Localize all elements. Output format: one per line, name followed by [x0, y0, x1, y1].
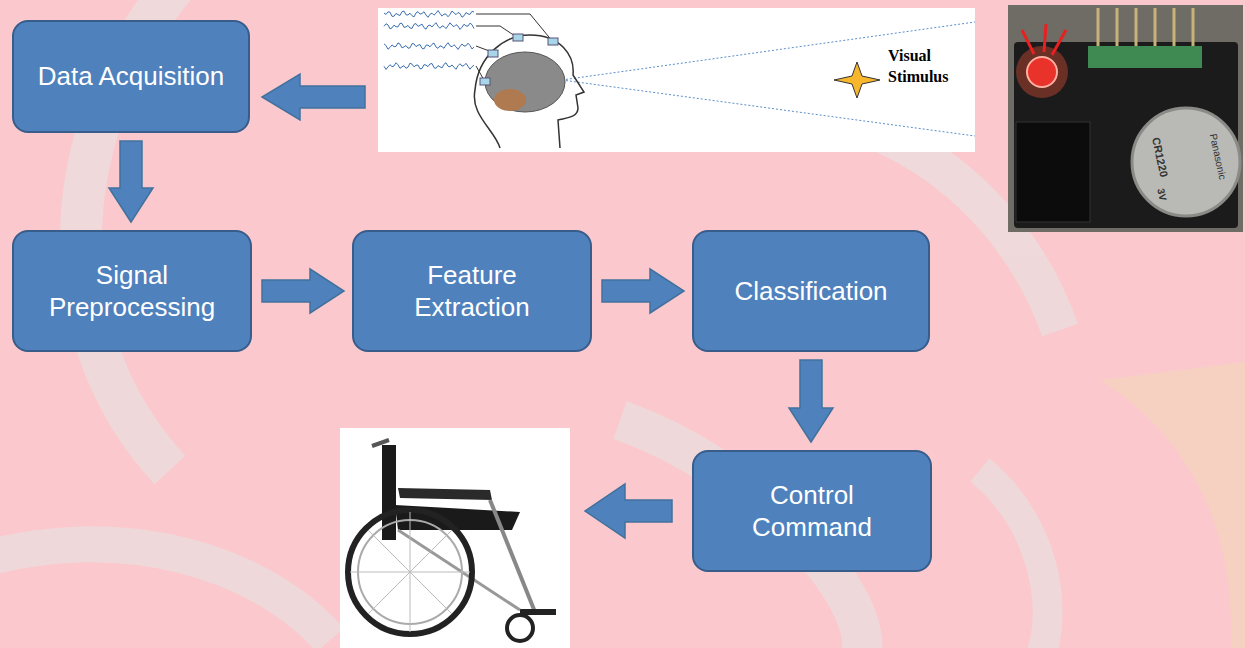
block-arrow — [262, 269, 344, 313]
block-arrow — [585, 484, 672, 538]
block-arrow — [109, 141, 153, 222]
eeg-trace — [384, 11, 474, 18]
process-box: Control Command — [692, 450, 932, 572]
eeg-trace — [384, 23, 474, 30]
electrode-wire — [476, 26, 518, 38]
led-board-photo — [1008, 5, 1243, 232]
sight-line — [562, 80, 975, 136]
box-label: Classification — [734, 275, 887, 308]
eeg-trace — [384, 63, 474, 70]
red-led — [1027, 57, 1057, 87]
header-pins — [1098, 8, 1193, 48]
terminal-block — [1088, 46, 1202, 68]
box-label: Data Acquisition — [38, 60, 224, 93]
process-box: Classification — [692, 230, 930, 352]
push-handle — [372, 440, 389, 446]
electrode — [480, 78, 490, 85]
led-rays — [1022, 24, 1066, 55]
wheelchair-picture — [340, 428, 570, 648]
block-arrow — [789, 360, 833, 442]
coin-battery — [1132, 108, 1240, 216]
brain — [485, 52, 565, 112]
backrest — [382, 445, 396, 540]
armrest — [398, 488, 492, 500]
watermark-arc — [980, 470, 1048, 648]
electrode — [488, 50, 498, 57]
process-box: Feature Extraction — [352, 230, 592, 352]
block-arrow — [602, 269, 684, 313]
electrode-wire — [476, 14, 553, 42]
electrode — [548, 38, 558, 45]
block-arrow — [262, 74, 365, 120]
led-glow — [1016, 46, 1068, 98]
box-label: Control Command — [708, 479, 916, 544]
process-box: Signal Preprocessing — [12, 230, 252, 352]
rear-wheel — [348, 510, 472, 634]
stimulus-label: Visual Stimulus — [888, 46, 968, 88]
watermark-shape — [1100, 360, 1245, 648]
box-label: Signal Preprocessing — [28, 259, 236, 324]
watermark-arc — [0, 544, 330, 640]
stimulus-star — [834, 62, 880, 98]
frame — [398, 530, 520, 610]
head-outline — [474, 35, 584, 148]
ic-socket — [1016, 122, 1090, 222]
eeg-trace — [384, 43, 474, 50]
spokes — [350, 512, 470, 632]
photo-background — [340, 428, 570, 648]
illustration-panel — [378, 8, 975, 152]
eeg-illustration — [378, 8, 975, 152]
photo-background — [1008, 5, 1243, 232]
electrode — [513, 34, 523, 41]
brain-lobe — [494, 89, 526, 111]
process-box: Data Acquisition — [12, 20, 250, 133]
box-label: Feature Extraction — [368, 259, 576, 324]
caster-wheel — [507, 615, 533, 641]
